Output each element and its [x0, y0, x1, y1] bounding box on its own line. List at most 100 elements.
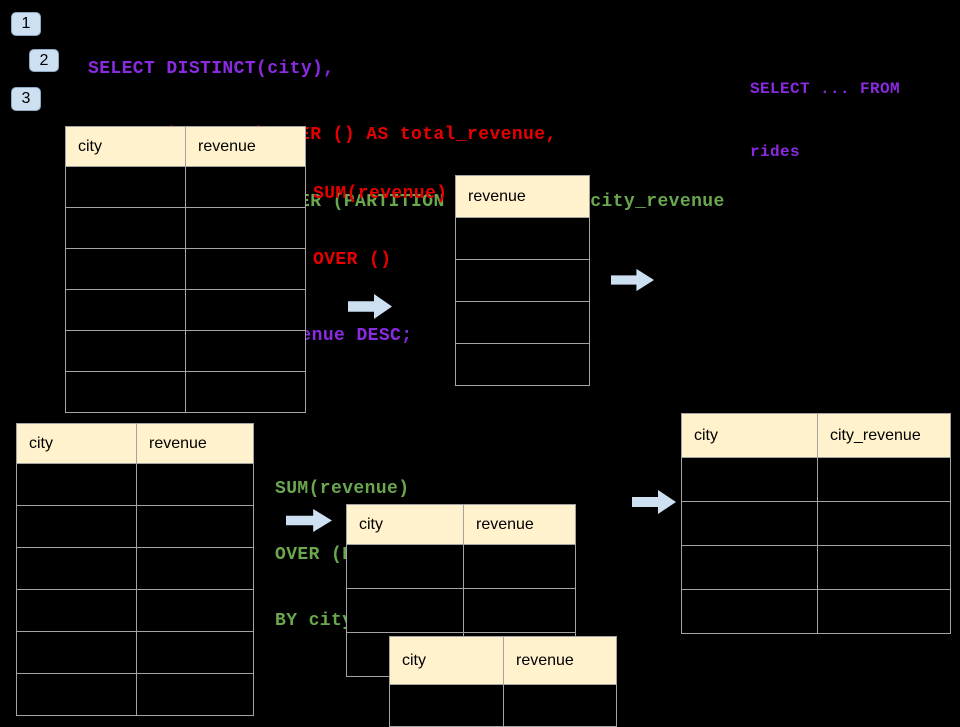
table-header-row: city revenue — [389, 636, 617, 685]
empty-cell — [817, 589, 951, 634]
column-header-revenue: revenue — [503, 636, 617, 685]
step-badge-3: 3 — [11, 87, 41, 111]
table-row — [16, 631, 254, 674]
table-row — [681, 545, 951, 590]
annotation-total-revenue: SUM(revenue) OVER () — [313, 139, 447, 293]
table-source-top: city revenue — [65, 126, 306, 413]
empty-cell — [65, 371, 186, 413]
empty-cell — [185, 289, 306, 331]
table-source-bottom: city revenue — [16, 423, 254, 716]
empty-cell — [16, 547, 137, 590]
empty-cell — [455, 259, 590, 302]
empty-cell — [16, 673, 137, 716]
empty-cell — [463, 588, 576, 633]
table-row — [16, 673, 254, 716]
empty-cell — [817, 457, 951, 502]
empty-cell — [389, 684, 504, 727]
empty-cell — [136, 547, 254, 590]
table-row — [455, 259, 590, 302]
empty-cell — [346, 588, 464, 633]
column-header-revenue: revenue — [455, 175, 590, 218]
column-header-revenue: revenue — [136, 423, 254, 464]
table-header-row: city revenue — [346, 504, 576, 545]
empty-cell — [817, 501, 951, 546]
table-row — [65, 248, 306, 290]
table-row — [681, 457, 951, 502]
empty-cell — [817, 545, 951, 590]
empty-cell — [65, 207, 186, 249]
empty-cell — [65, 166, 186, 208]
empty-cell — [136, 589, 254, 632]
empty-cell — [65, 248, 186, 290]
column-header-city: city — [389, 636, 504, 685]
table-header-row: revenue — [455, 175, 590, 218]
empty-cell — [16, 505, 137, 548]
table-city-revenue-result: city city_revenue — [681, 413, 951, 634]
column-header-revenue: revenue — [185, 126, 306, 167]
table-row — [681, 589, 951, 634]
table-row — [65, 166, 306, 208]
empty-cell — [681, 545, 818, 590]
side-note-line-2: rides — [750, 143, 801, 161]
empty-cell — [503, 684, 617, 727]
empty-cell — [681, 501, 818, 546]
empty-cell — [185, 166, 306, 208]
empty-cell — [16, 631, 137, 674]
empty-cell — [681, 589, 818, 634]
empty-cell — [681, 457, 818, 502]
empty-cell — [455, 301, 590, 344]
empty-cell — [136, 631, 254, 674]
table-partition-front: city revenue — [389, 636, 617, 727]
table-row — [65, 289, 306, 331]
table-row — [455, 301, 590, 344]
table-row — [65, 371, 306, 413]
column-header-city-revenue: city_revenue — [817, 413, 951, 458]
table-row — [65, 330, 306, 372]
empty-cell — [136, 463, 254, 506]
table-row — [16, 547, 254, 590]
table-row — [16, 463, 254, 506]
table-row — [681, 501, 951, 546]
empty-cell — [346, 544, 464, 589]
table-row — [16, 505, 254, 548]
table-row — [65, 207, 306, 249]
annotation-total-line-2: OVER () — [313, 250, 392, 270]
table-row — [16, 589, 254, 632]
side-note: SELECT ... FROM rides — [750, 37, 900, 184]
step-badge-1: 1 — [11, 12, 41, 36]
table-header-row: city revenue — [16, 423, 254, 464]
side-note-line-1: SELECT ... FROM — [750, 80, 901, 98]
table-row — [346, 588, 576, 633]
arrow-right-icon — [611, 268, 655, 292]
annotation-total-line-1: SUM(revenue) — [313, 184, 448, 204]
annotation-partition-line-1: SUM(revenue) — [275, 479, 410, 499]
table-header-row: city revenue — [65, 126, 306, 167]
table-row — [346, 544, 576, 589]
empty-cell — [185, 207, 306, 249]
table-total-revenue: revenue — [455, 175, 590, 386]
empty-cell — [136, 505, 254, 548]
sql-line-select: SELECT DISTINCT(city), — [88, 58, 335, 79]
table-header-row: city city_revenue — [681, 413, 951, 458]
empty-cell — [65, 330, 186, 372]
empty-cell — [463, 544, 576, 589]
column-header-city: city — [346, 504, 464, 545]
empty-cell — [16, 589, 137, 632]
arrow-right-icon — [348, 293, 393, 320]
arrow-right-icon — [632, 489, 677, 515]
empty-cell — [185, 371, 306, 413]
table-row — [389, 684, 617, 727]
column-header-revenue: revenue — [463, 504, 576, 545]
empty-cell — [455, 217, 590, 260]
empty-cell — [455, 343, 590, 386]
empty-cell — [65, 289, 186, 331]
empty-cell — [136, 673, 254, 716]
empty-cell — [16, 463, 137, 506]
table-row — [455, 343, 590, 386]
column-header-city: city — [16, 423, 137, 464]
empty-cell — [185, 330, 306, 372]
table-row — [455, 217, 590, 260]
empty-cell — [185, 248, 306, 290]
column-header-city: city — [65, 126, 186, 167]
arrow-right-icon — [286, 508, 333, 533]
